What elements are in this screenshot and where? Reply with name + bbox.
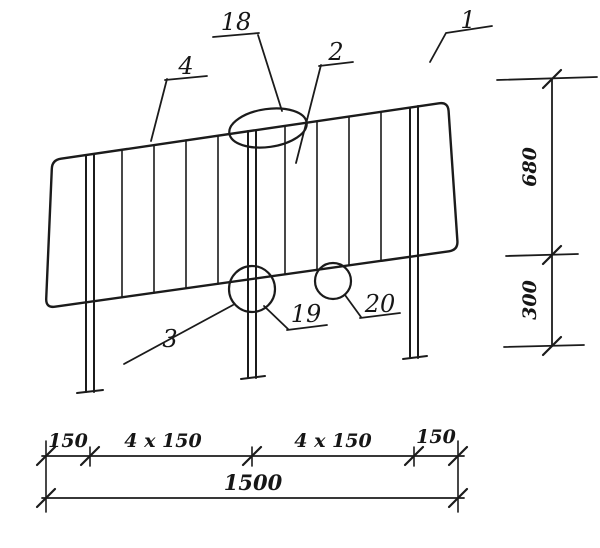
post-middle-foot bbox=[240, 375, 266, 380]
vdim-witness-top bbox=[496, 76, 598, 81]
hdim-tick bbox=[447, 487, 469, 509]
callout-20-leader bbox=[344, 294, 362, 318]
detail-markers bbox=[227, 107, 353, 314]
vdim-value-300: 300 bbox=[519, 280, 541, 320]
hdim-tick bbox=[447, 445, 469, 467]
fence-panel bbox=[44, 101, 459, 394]
hdim-tick bbox=[35, 445, 57, 467]
post-left bbox=[76, 153, 104, 394]
post-right-foot bbox=[402, 355, 428, 360]
hdim-value-left-span: 4 x 150 bbox=[124, 430, 201, 452]
callout-18-label: 18 bbox=[221, 8, 252, 36]
vdim-witness-middle bbox=[505, 253, 579, 257]
callout-1-label: 1 bbox=[460, 6, 475, 34]
detail-20-marker bbox=[313, 261, 353, 301]
vdim-witness-bottom bbox=[503, 344, 585, 348]
vertical-dimensions: 680 300 bbox=[496, 68, 598, 357]
hdim-value-right-margin: 150 bbox=[416, 426, 456, 448]
post-left-foot bbox=[76, 389, 104, 394]
hdim-value-total: 1500 bbox=[224, 470, 283, 495]
callout-19-leader bbox=[263, 305, 289, 330]
callout-19-underline bbox=[286, 324, 328, 331]
callout-3-leader bbox=[123, 304, 234, 365]
callout-20-underline bbox=[359, 312, 401, 319]
callout-20-label: 20 bbox=[364, 290, 396, 318]
hdim-tick bbox=[35, 487, 57, 509]
callout-19-label: 19 bbox=[291, 300, 322, 328]
callout-1-leader bbox=[429, 25, 493, 63]
hdim-value-right-span: 4 x 150 bbox=[294, 430, 371, 452]
panel-outline bbox=[44, 101, 459, 309]
horizontal-dimensions: 150 4 x 150 4 x 150 150 1500 bbox=[35, 426, 469, 513]
callout-2-leader bbox=[295, 64, 322, 164]
vdim-tick bbox=[541, 244, 563, 266]
vdim-value-680: 680 bbox=[519, 147, 541, 187]
callout-4-underline bbox=[164, 75, 208, 81]
panel-slats bbox=[121, 111, 382, 298]
vdim-tick bbox=[541, 68, 563, 90]
hdim-tick bbox=[79, 445, 101, 467]
callout-18-underline bbox=[212, 32, 260, 38]
post-right bbox=[402, 105, 428, 360]
hdim-value-left-margin: 150 bbox=[48, 430, 88, 452]
callouts: 1 18 2 4 3 19 20 bbox=[123, 6, 493, 365]
callout-18-leader bbox=[257, 34, 283, 112]
vdim-tick bbox=[541, 335, 563, 357]
post-middle bbox=[240, 129, 266, 380]
detail-19-marker bbox=[227, 264, 277, 314]
callout-2-label: 2 bbox=[327, 38, 343, 66]
callout-4-label: 4 bbox=[177, 52, 193, 80]
hdim-tick bbox=[241, 445, 263, 467]
callout-2-underline bbox=[318, 61, 354, 67]
hdim-tick bbox=[403, 445, 425, 467]
callout-4-leader bbox=[150, 78, 168, 142]
